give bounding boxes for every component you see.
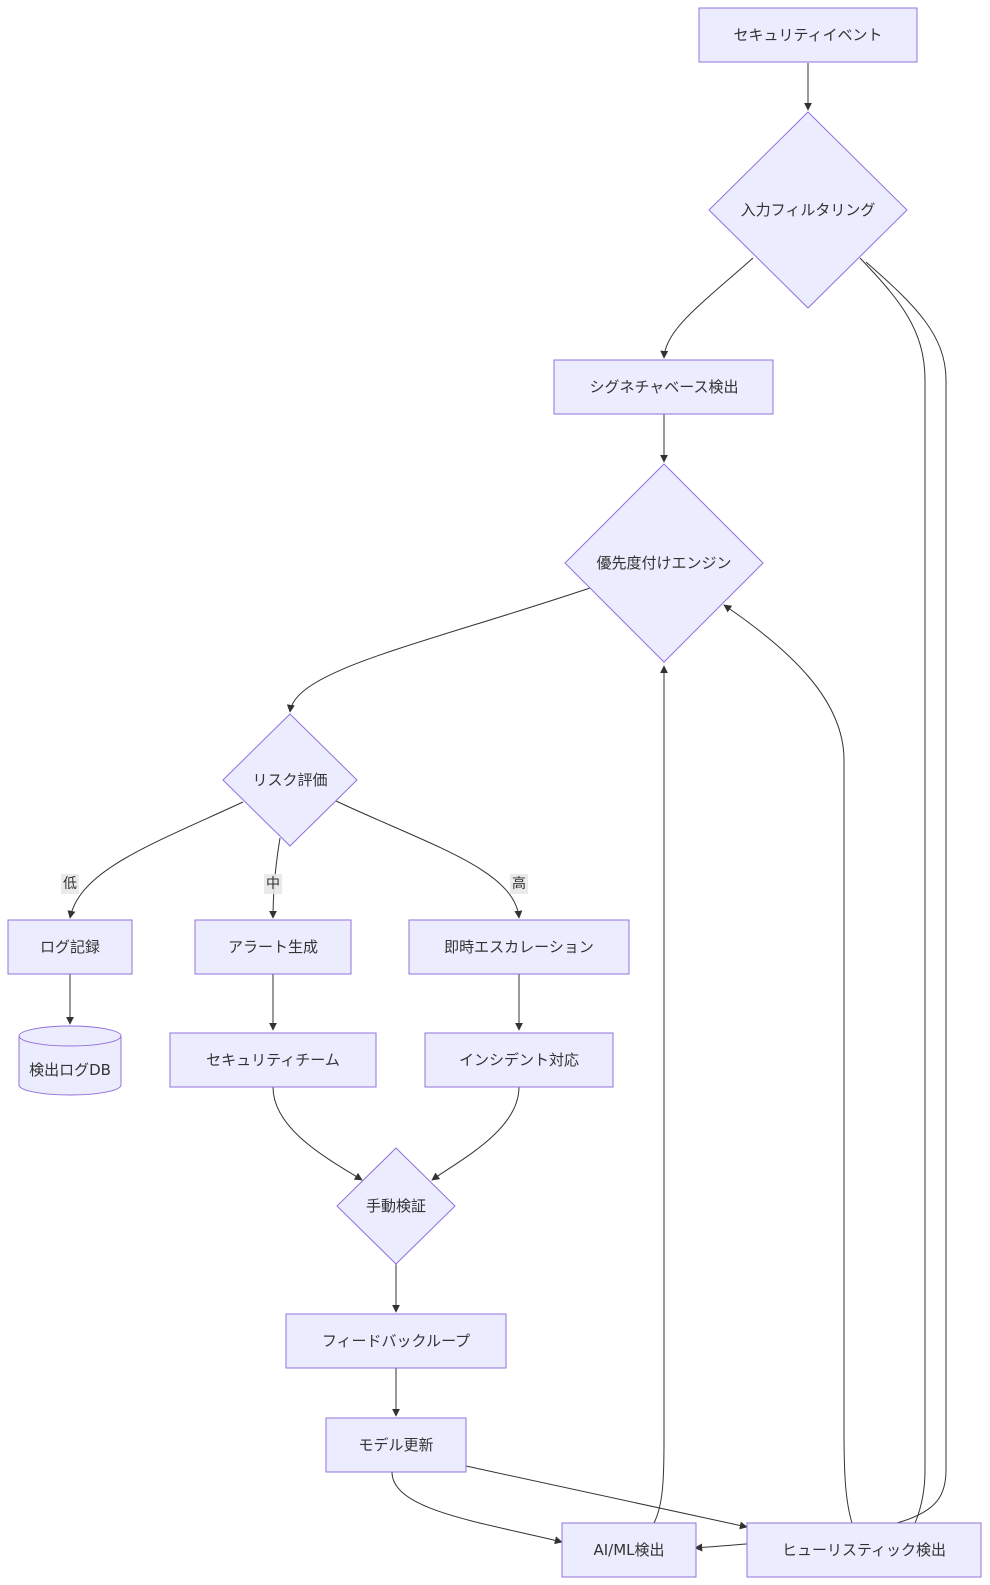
node-input-filtering[interactable]: 入力フィルタリング	[708, 111, 908, 309]
node-incident-response[interactable]: インシデント対応	[424, 1032, 614, 1088]
svg-text:入力フィルタリング: 入力フィルタリング	[741, 201, 876, 219]
svg-text:低: 低	[63, 876, 77, 892]
svg-text:優先度付けエンジン: 優先度付けエンジン	[596, 554, 731, 572]
svg-text:検出ログDB: 検出ログDB	[29, 1061, 111, 1079]
node-aiml-detection[interactable]: AI/ML検出	[561, 1522, 697, 1578]
edge-model-to-heuristic	[465, 1465, 748, 1530]
edge-team-to-manual	[272, 1086, 363, 1181]
node-security-team[interactable]: セキュリティチーム	[169, 1032, 377, 1088]
edge-filtering-to-aiml	[694, 261, 947, 1552]
svg-text:アラート生成: アラート生成	[228, 938, 318, 956]
edge-filtering-to-signature	[660, 257, 754, 359]
svg-text:ヒューリスティック検出: ヒューリスティック検出	[782, 1541, 946, 1559]
svg-text:シグネチャベース検出: シグネチャベース検出	[589, 378, 738, 396]
edge-model-to-aiml	[391, 1471, 563, 1545]
svg-text:AI/ML検出: AI/ML検出	[593, 1541, 664, 1559]
edge-filtering-to-heuristic	[859, 257, 926, 1553]
node-alert-generation[interactable]: アラート生成	[194, 919, 352, 975]
svg-text:中: 中	[266, 876, 280, 892]
node-log-record[interactable]: ログ記録	[7, 919, 133, 975]
svg-text:即時エスカレーション: 即時エスカレーション	[444, 938, 594, 956]
edge-risk-to-escalation-high	[335, 800, 523, 919]
node-detection-log-db[interactable]: 検出ログDB	[18, 1025, 122, 1096]
edge-risk-to-log-low	[67, 801, 244, 919]
svg-text:モデル更新: モデル更新	[358, 1436, 433, 1454]
svg-text:手動検証: 手動検証	[366, 1197, 426, 1215]
svg-text:高: 高	[512, 875, 526, 892]
node-prioritization-engine[interactable]: 優先度付けエンジン	[564, 463, 764, 663]
svg-text:セキュリティチーム: セキュリティチーム	[206, 1051, 340, 1069]
node-security-event[interactable]: セキュリティイベント	[698, 7, 918, 63]
node-signature-detection[interactable]: シグネチャベース検出	[553, 359, 774, 415]
edge-label-medium: 中	[264, 874, 282, 894]
svg-text:ログ記録: ログ記録	[40, 938, 100, 956]
edge-priority-to-risk	[286, 587, 591, 713]
node-feedback-loop[interactable]: フィードバックループ	[285, 1313, 507, 1369]
node-manual-verification[interactable]: 手動検証	[336, 1147, 456, 1265]
svg-text:セキュリティイベント: セキュリティイベント	[733, 26, 882, 44]
node-immediate-escalation[interactable]: 即時エスカレーション	[408, 919, 630, 975]
svg-text:インシデント対応: インシデント対応	[459, 1051, 579, 1069]
edge-aiml-to-priority	[653, 665, 668, 1524]
node-model-update[interactable]: モデル更新	[325, 1417, 467, 1473]
edge-incident-to-manual	[431, 1086, 520, 1181]
edge-label-high: 高	[510, 874, 528, 894]
edge-label-low: 低	[61, 874, 79, 894]
svg-text:フィードバックループ: フィードバックループ	[322, 1332, 470, 1350]
edge-heuristic-to-priority	[723, 604, 853, 1524]
node-risk-assessment[interactable]: リスク評価	[222, 713, 358, 847]
edges	[66, 63, 947, 1553]
svg-text:リスク評価: リスク評価	[252, 771, 327, 789]
node-heuristic-detection[interactable]: ヒューリスティック検出	[746, 1522, 982, 1578]
